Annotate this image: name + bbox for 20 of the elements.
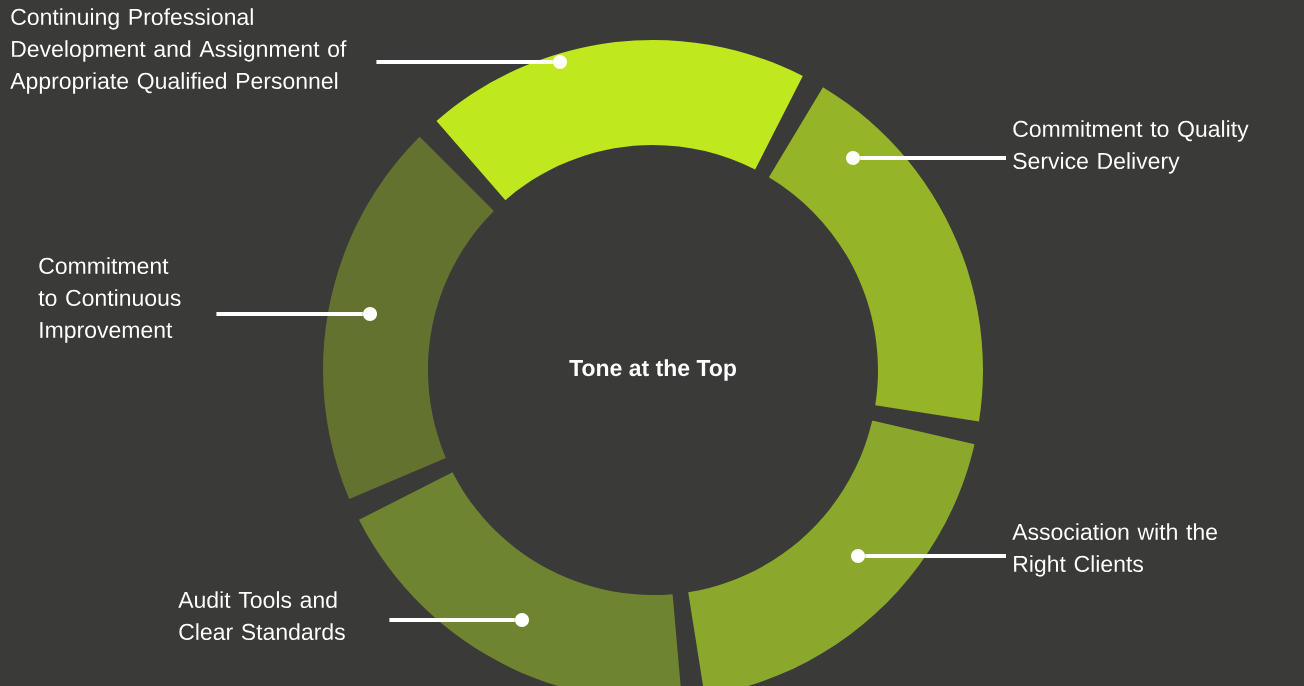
callout-text: Association with the Right Clients: [1012, 523, 1217, 577]
dot: [515, 613, 529, 627]
leader-line: [865, 554, 1006, 558]
ring-segment: [436, 40, 803, 201]
callout-text: Commitment to Continuous Improvement: [38, 257, 181, 343]
dot: [553, 55, 567, 69]
dot: [846, 151, 860, 165]
ring-segment: [688, 420, 975, 686]
center-title: Tone at the Top: [569, 359, 736, 381]
leader-line: [389, 618, 515, 622]
ring-segment: [358, 472, 682, 686]
leader-line: [216, 312, 363, 316]
ring-segment: [323, 136, 494, 499]
callout-text: Commitment to Quality Service Delivery: [1013, 120, 1249, 174]
callout-text: Audit Tools and Clear Standards: [178, 591, 345, 641]
leader-line: [860, 156, 1006, 160]
dot: [363, 307, 377, 321]
dot: [851, 549, 865, 563]
ring-segment: [768, 87, 983, 422]
callout-text: Continuing Professional Development and Assignment of Appropriate Qualified Personnel: [10, 8, 347, 94]
